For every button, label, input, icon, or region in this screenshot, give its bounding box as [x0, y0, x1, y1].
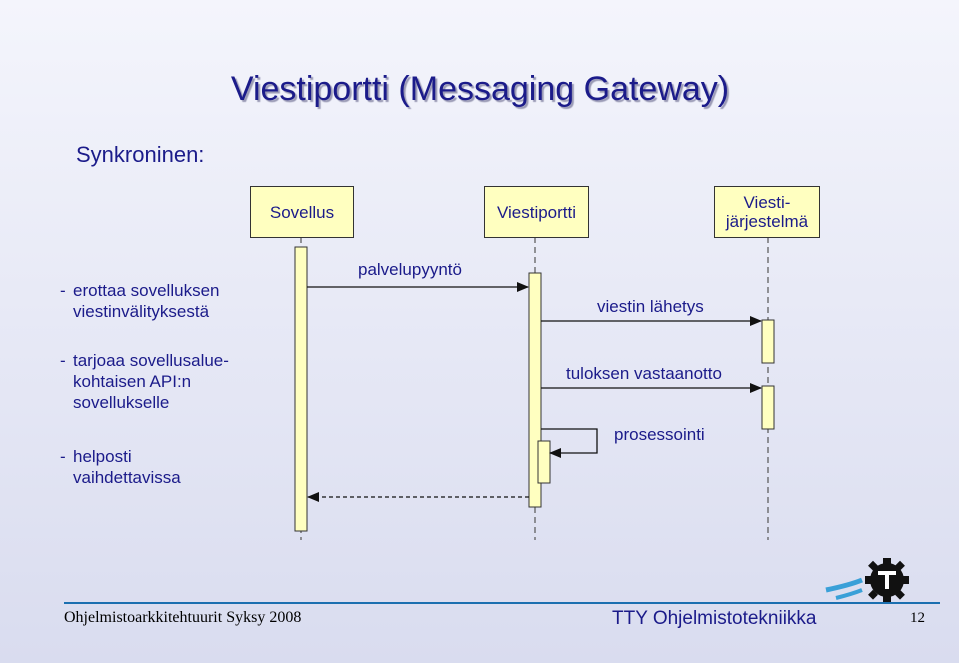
slide-subtitle: Synkroninen:: [76, 142, 205, 167]
activation-bar-sovellus: [294, 246, 308, 532]
lifeline-box-viestijarjestelma: Viesti- järjestelmä: [714, 186, 820, 238]
bullet-item: - tarjoaa sovellusalue- kohtaisen API:n …: [60, 350, 275, 413]
message-label-viestin-lahetys: viestin lähetys: [597, 297, 704, 316]
bullet-text: helposti vaihdettavissa: [73, 447, 181, 487]
message-label-palvelupyynto: palvelupyyntö: [358, 260, 462, 279]
bullet-item: - erottaa sovelluksen viestinvälityksest…: [60, 280, 275, 322]
activation-bar-viestijarjestelma-1: [761, 319, 775, 364]
slide-title: Viestiportti (Messaging Gateway): [230, 70, 730, 108]
bullet-text: erottaa sovelluksen viestinvälityksestä: [73, 281, 220, 321]
lifeline-box-sovellus: Sovellus: [250, 186, 354, 238]
bullet-dash: -: [60, 281, 66, 300]
message-label-tuloksen-vastaanotto: tuloksen vastaanotto: [566, 364, 722, 383]
bullet-dash: -: [60, 351, 66, 370]
activation-bar-viestijarjestelma-2: [761, 385, 775, 430]
page-number: 12: [910, 610, 925, 626]
arrow-prosessointi-self: [541, 428, 598, 458]
bullet-text: tarjoaa sovellusalue- kohtaisen API:n so…: [73, 351, 229, 412]
tty-gear-logo-icon: [825, 558, 909, 602]
footer-course: Ohjelmistoarkkitehtuurit Syksy 2008: [64, 609, 302, 626]
bullet-item: - helposti vaihdettavissa: [60, 446, 275, 488]
bullet-dash: -: [60, 447, 66, 466]
lifeline-box-viestiportti: Viestiportti: [484, 186, 589, 238]
message-label-prosessointi: prosessointi: [614, 425, 705, 444]
activation-bar-processing: [537, 440, 551, 484]
footer-department: TTY Ohjelmistotekniikka: [612, 608, 817, 629]
